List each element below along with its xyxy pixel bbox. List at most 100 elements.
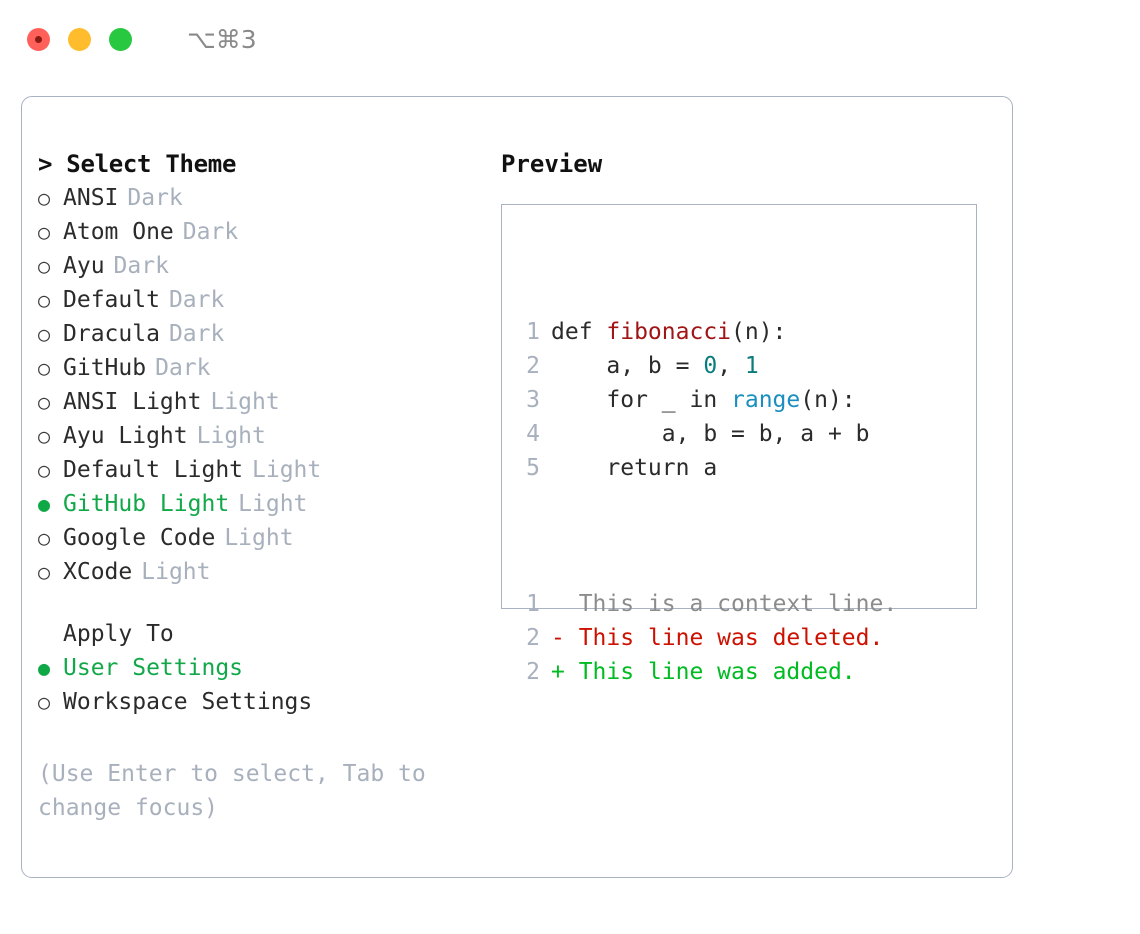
code-line: 3 for _ in range(n): xyxy=(518,383,897,417)
theme-option-variant: Dark xyxy=(127,185,183,211)
theme-option-label: Dracula xyxy=(63,321,160,347)
theme-option-variant: Light xyxy=(224,525,294,551)
diff-sign xyxy=(551,591,565,617)
theme-option-atom-one[interactable]: ○ Atom One Dark xyxy=(38,215,488,249)
radio-unselected-icon: ○ xyxy=(38,690,51,714)
theme-option-label: XCode xyxy=(63,559,133,585)
code-line: 5 return a xyxy=(518,451,897,485)
theme-option-variant: Light xyxy=(141,559,211,585)
zoom-button[interactable] xyxy=(109,27,132,51)
theme-option-variant: Dark xyxy=(155,355,211,381)
theme-option-variant: Dark xyxy=(168,321,225,347)
radio-unselected-icon: ○ xyxy=(38,254,51,278)
diff-sign: + xyxy=(551,659,565,685)
theme-option-variant: Light xyxy=(196,423,266,449)
code-token-plain: , xyxy=(717,353,745,379)
theme-option-label: ANSI xyxy=(63,185,119,211)
window-titlebar: ⌥⌘3 xyxy=(0,0,1140,78)
theme-option-github[interactable]: ○ GitHub Dark xyxy=(38,351,488,385)
code-line: 2 a, b = 0, 1 xyxy=(518,349,897,383)
theme-option-default[interactable]: ○ Default Dark xyxy=(38,283,488,317)
theme-option-variant: Dark xyxy=(168,287,225,313)
diff-text: This is a context line. xyxy=(564,591,898,617)
apply-to-option-label: Workspace Settings xyxy=(63,689,313,715)
theme-option-label: ANSI Light xyxy=(63,389,202,415)
radio-selected-icon: ● xyxy=(38,656,51,680)
diff-text: This line was added. xyxy=(564,659,856,685)
code-token-func: fibonacci xyxy=(606,319,732,345)
line-number: 2 xyxy=(526,353,540,379)
theme-option-ayu[interactable]: ○ Ayu Dark xyxy=(38,249,488,283)
line-number: 2 xyxy=(526,659,540,685)
radio-unselected-icon: ○ xyxy=(38,560,51,584)
radio-selected-icon: ● xyxy=(38,492,51,516)
radio-unselected-icon: ○ xyxy=(38,220,51,244)
theme-option-label: GitHub xyxy=(63,355,147,381)
radio-unselected-icon: ○ xyxy=(38,322,51,346)
radio-unselected-icon: ○ xyxy=(38,458,51,482)
line-number: 1 xyxy=(526,319,540,345)
keyboard-shortcut-label: ⌥⌘3 xyxy=(187,24,257,54)
theme-option-label: GitHub Light xyxy=(63,491,230,517)
theme-option-label: Ayu xyxy=(63,253,105,279)
line-number: 2 xyxy=(526,625,540,651)
preview-title: Preview xyxy=(501,150,603,178)
apply-to-option-user-settings[interactable]: ● User Settings xyxy=(38,651,488,685)
theme-option-label: Default xyxy=(63,287,160,313)
diff-sign: - xyxy=(551,625,565,651)
line-number: 3 xyxy=(526,387,540,413)
radio-unselected-icon: ○ xyxy=(38,424,51,448)
code-line: 1 def fibonacci(n): xyxy=(518,315,897,349)
theme-option-google-code[interactable]: ○ Google Code Light xyxy=(38,521,488,555)
theme-option-ansi-light[interactable]: ○ ANSI Light Light xyxy=(38,385,488,419)
radio-unselected-icon: ○ xyxy=(38,526,51,550)
code-line: 4 a, b = b, a + b xyxy=(518,417,897,451)
minimize-button[interactable] xyxy=(68,27,91,51)
diff-line-deleted: 2- This line was deleted. xyxy=(518,621,897,655)
theme-option-xcode[interactable]: ○ XCode Light xyxy=(38,555,488,589)
theme-option-label: Atom One xyxy=(63,219,174,245)
code-token-plain: (n): xyxy=(731,319,787,345)
theme-option-label: Default Light xyxy=(63,457,244,483)
apply-to-option-workspace-settings[interactable]: ○ Workspace Settings xyxy=(38,685,488,719)
theme-option-label: Google Code xyxy=(63,525,216,551)
line-number: 5 xyxy=(526,455,540,481)
code-token-plain: return a xyxy=(551,455,718,481)
code-token-plain: a, b = xyxy=(551,353,704,379)
code-token-plain: for _ in xyxy=(551,387,732,413)
theme-option-variant: Dark xyxy=(113,253,169,279)
keyboard-hint-text: (Use Enter to select, Tab to change focu… xyxy=(38,761,440,821)
theme-option-ayu-light[interactable]: ○ Ayu Light Light xyxy=(38,419,488,453)
theme-option-default-light[interactable]: ○ Default Light Light xyxy=(38,453,488,487)
code-token-plain: (n): xyxy=(800,387,856,413)
theme-option-variant: Light xyxy=(238,491,308,517)
radio-unselected-icon: ○ xyxy=(38,288,51,312)
theme-option-github-light[interactable]: ● GitHub Light Light xyxy=(38,487,488,521)
line-number: 1 xyxy=(526,591,540,617)
apply-to-option-label: User Settings xyxy=(63,655,244,681)
radio-unselected-icon: ○ xyxy=(38,356,51,380)
close-button[interactable] xyxy=(27,27,50,51)
code-token-builtin: range xyxy=(731,387,801,413)
theme-option-dracula[interactable]: ○ Dracula Dark xyxy=(38,317,488,351)
theme-option-ansi[interactable]: ○ ANSI Dark xyxy=(38,181,488,215)
theme-option-variant: Dark xyxy=(182,219,239,245)
line-number: 4 xyxy=(526,421,540,447)
radio-unselected-icon: ○ xyxy=(38,390,51,414)
apply-to-option-list: ● User Settings ○ Workspace Settings xyxy=(38,651,488,719)
diff-line-context: 1 This is a context line. xyxy=(518,587,897,621)
theme-option-variant: Light xyxy=(210,389,280,415)
theme-option-variant: Light xyxy=(252,457,322,483)
theme-option-label: Ayu Light xyxy=(63,423,188,449)
radio-unselected-icon: ○ xyxy=(38,186,51,210)
code-token-plain: def xyxy=(551,319,607,345)
diff-lines: 1 This is a context line.2- This line wa… xyxy=(518,587,897,689)
window-controls xyxy=(27,27,132,51)
